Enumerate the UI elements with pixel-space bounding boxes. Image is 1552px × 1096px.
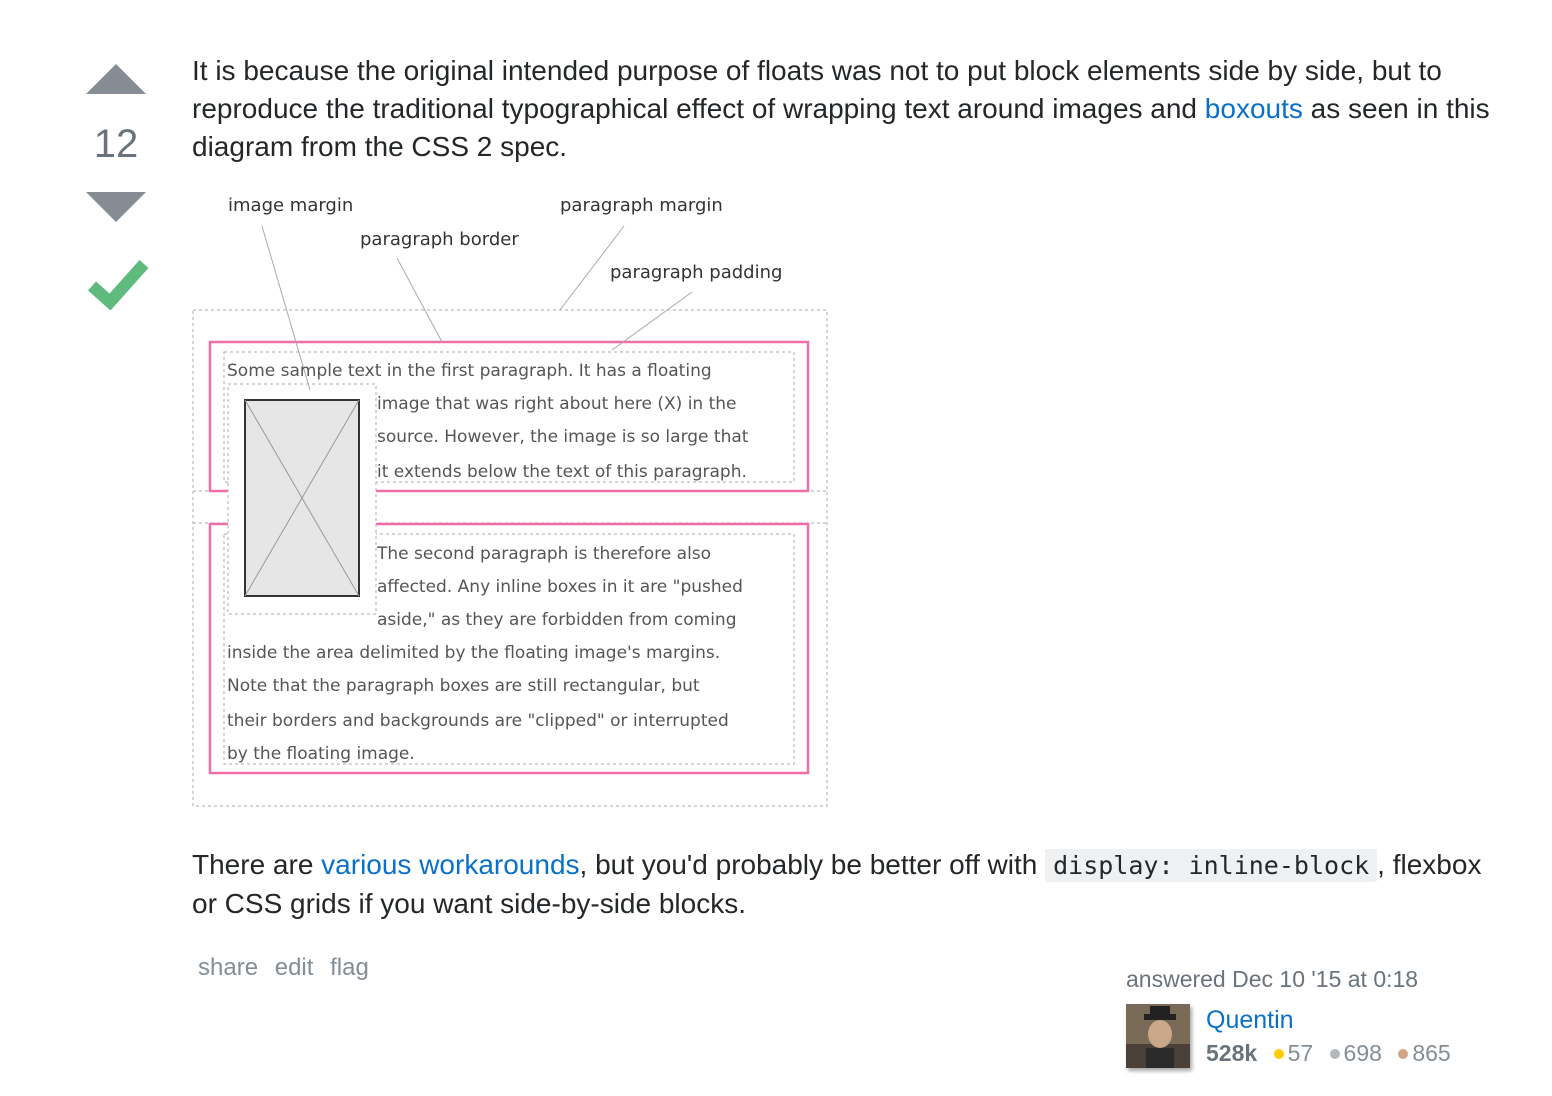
post-menu: share edit flag bbox=[198, 954, 379, 982]
answered-time: answered Dec 10 '15 at 0:18 bbox=[1126, 966, 1419, 992]
para2-line: aside," as they are forbidden from comin… bbox=[377, 610, 736, 630]
post-text-segment: There are bbox=[192, 849, 322, 880]
label-image-margin: image margin bbox=[228, 195, 353, 216]
label-paragraph-margin: paragraph margin bbox=[560, 195, 723, 216]
para2-line: their borders and backgrounds are "clipp… bbox=[227, 711, 729, 731]
avatar-image-icon bbox=[1126, 1004, 1190, 1068]
vote-down-arrow-icon[interactable] bbox=[86, 192, 146, 222]
label-paragraph-padding: paragraph padding bbox=[610, 262, 782, 283]
reputation-line: 528k 57 698 865 bbox=[1206, 1036, 1459, 1070]
para1-line: source. However, the image is so large t… bbox=[377, 427, 749, 447]
vote-up-arrow-icon[interactable] bbox=[86, 64, 146, 94]
post-text-segment: It is because the original intended purp… bbox=[192, 55, 1442, 124]
avatar[interactable] bbox=[1126, 1004, 1190, 1068]
float-diagram-image: image margin paragraph margin paragraph … bbox=[192, 184, 832, 814]
para2-line: by the floating image. bbox=[227, 744, 415, 764]
flag-link[interactable]: flag bbox=[330, 954, 369, 981]
edit-link[interactable]: edit bbox=[274, 954, 314, 981]
para2-line: The second paragraph is therefore also bbox=[376, 544, 711, 564]
para2-line: affected. Any inline boxes in it are "pu… bbox=[377, 577, 743, 597]
para2-line: Note that the paragraph boxes are still … bbox=[227, 676, 700, 696]
silver-badge-count: 698 bbox=[1343, 1040, 1382, 1066]
reputation-score: 528k bbox=[1206, 1040, 1258, 1066]
post-paragraph-2: There are various workarounds, but you'd… bbox=[192, 846, 1512, 923]
para1-line: it extends below the text of this paragr… bbox=[377, 462, 747, 482]
gold-badge-count: 57 bbox=[1287, 1040, 1314, 1066]
boxouts-link[interactable]: boxouts bbox=[1204, 93, 1303, 124]
post-text-segment: , but you'd probably be better off with bbox=[579, 849, 1046, 880]
silver-badge-icon bbox=[1329, 1048, 1340, 1059]
post-text: It is because the original intended purp… bbox=[192, 52, 1512, 166]
para1-line: image that was right about here (X) in t… bbox=[377, 394, 737, 414]
user-details: Quentin 528k 57 698 865 bbox=[1206, 1004, 1459, 1070]
gold-badge-icon bbox=[1273, 1048, 1284, 1059]
various-workarounds-link[interactable]: various workarounds bbox=[321, 849, 580, 880]
para2-line: inside the area delimited by the floatin… bbox=[227, 643, 720, 663]
user-info-card: answered Dec 10 '15 at 0:18 Quentin 528k… bbox=[1126, 962, 1486, 1072]
accepted-checkmark-icon bbox=[88, 259, 148, 311]
para1-line: Some sample text in the first paragraph.… bbox=[227, 361, 712, 381]
post-text-segment: , flexbox or CSS grids if you want side-… bbox=[192, 849, 1482, 919]
inline-code: display: inline-block bbox=[1045, 849, 1378, 882]
label-paragraph-border: paragraph border bbox=[360, 229, 519, 250]
post-text-segment: as seen in this diagram from the CSS 2 s… bbox=[192, 93, 1490, 162]
bronze-badge-count: 865 bbox=[1412, 1040, 1451, 1066]
vote-count: 12 bbox=[93, 122, 139, 166]
float-diagram-svg: image margin paragraph margin paragraph … bbox=[192, 195, 828, 807]
bronze-badge-icon bbox=[1398, 1048, 1409, 1059]
share-link[interactable]: share bbox=[198, 954, 259, 981]
user-name-link[interactable]: Quentin bbox=[1206, 1006, 1294, 1034]
post-paragraph-1: It is because the original intended purp… bbox=[192, 52, 1512, 166]
